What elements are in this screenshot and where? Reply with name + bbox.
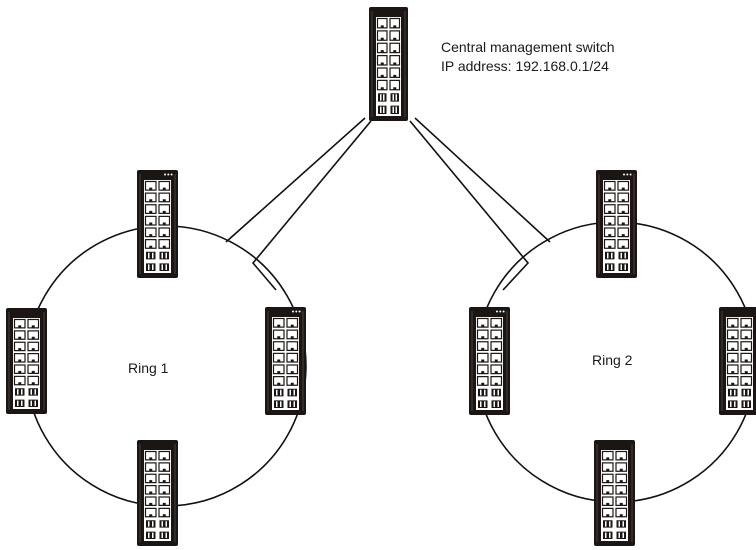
central-switch-title: Central management switch [441,39,615,55]
link-central-to-ring1-a [225,117,366,243]
link-central-to-ring2-a [409,120,530,291]
central-switch-icon [369,7,408,121]
link-lines [225,117,551,291]
switches [6,7,756,546]
ring-1-label: Ring 1 [128,360,169,376]
ring-1-bottom-switch-icon [137,440,178,546]
ring-1-left-switch-icon [6,308,47,414]
ring-2-top-switch-icon [596,170,637,278]
ring-2-right-switch-icon [719,307,756,415]
ring-2-label: Ring 2 [592,352,633,368]
ring-1-right-switch-icon [265,307,306,415]
ring-2-bottom-switch-icon [594,440,635,546]
link-central-to-ring1-b [251,120,372,291]
central-switch-caption: Central management switch IP address: 19… [441,38,615,76]
link-central-to-ring2-b [414,117,551,243]
central-switch-ip: IP address: 192.168.0.1/24 [441,58,609,74]
ring-1-top-switch-icon [137,170,178,278]
ring-2-left-switch-icon [469,307,510,415]
